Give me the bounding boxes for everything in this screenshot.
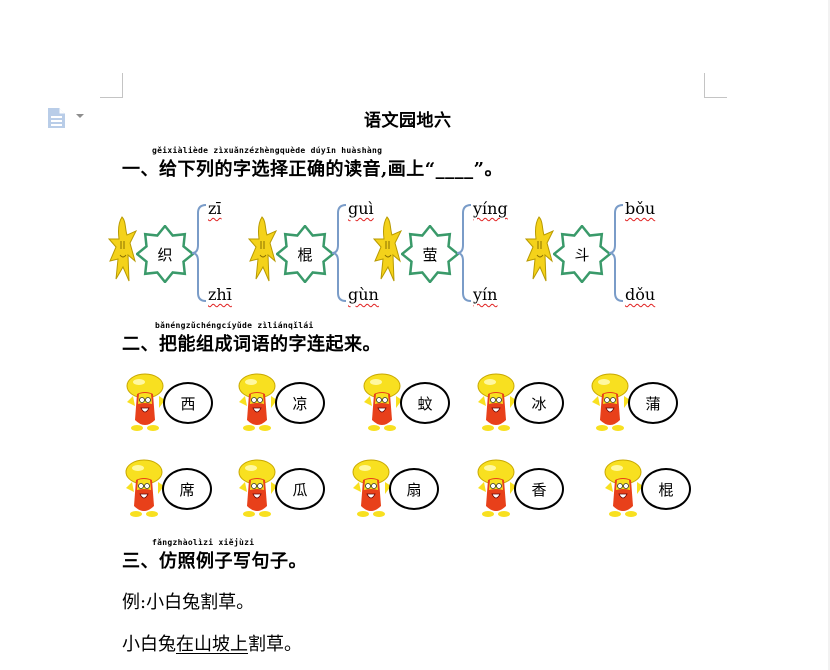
octagram-badge-icon: [275, 224, 335, 284]
word-match-item[interactable]: 西: [125, 372, 215, 432]
section1-heading: 一、给下列的字选择正确的读音,画上“____”。: [122, 159, 503, 180]
octagram-badge-icon: [552, 224, 612, 284]
character-oval[interactable]: 冰: [514, 382, 564, 424]
word-match-item[interactable]: 冰: [476, 372, 566, 432]
curly-brace-icon: [190, 203, 210, 303]
character-oval[interactable]: 蚊: [400, 382, 450, 424]
pronunciation-item: 萤 yíng yín: [372, 199, 573, 313]
margin-corner-top-left: [100, 73, 123, 98]
pinyin-option-bottom[interactable]: dǒu: [625, 285, 656, 304]
mushroom-mascot-icon: [476, 372, 518, 432]
star-mascot-icon: [107, 215, 138, 285]
answer-post: 割草。: [248, 634, 302, 655]
answer-pre: 小白兔: [122, 634, 176, 655]
curly-brace-icon: [330, 203, 350, 303]
pinyin-option-bottom[interactable]: gùn: [348, 285, 379, 304]
mushroom-mascot-icon: [351, 458, 393, 518]
curly-brace-icon: [607, 203, 627, 303]
word-match-item[interactable]: 席: [124, 458, 214, 518]
mushroom-mascot-icon: [362, 372, 404, 432]
word-match-item[interactable]: 瓜: [237, 458, 327, 518]
pinyin-option-top[interactable]: zī: [208, 199, 222, 218]
target-character: 斗: [574, 245, 590, 264]
pinyin-option-top[interactable]: yíng: [473, 199, 508, 218]
mushroom-mascot-icon: [125, 372, 167, 432]
target-character: 织: [157, 245, 173, 264]
target-character: 棍: [297, 245, 313, 264]
character-oval[interactable]: 扇: [389, 468, 439, 510]
star-mascot-icon: [524, 215, 555, 285]
document-icon[interactable]: [47, 107, 67, 129]
mushroom-mascot-icon: [237, 372, 279, 432]
mushroom-mascot-icon: [590, 372, 632, 432]
word-match-item[interactable]: 凉: [237, 372, 327, 432]
pinyin-option-top[interactable]: guì: [348, 199, 374, 218]
example-sentence: 例:小白兔割草。: [122, 592, 255, 613]
curly-brace-icon: [455, 203, 475, 303]
section3-heading: 三、仿照例子写句子。: [122, 551, 307, 572]
answer-sentence: 小白兔在山坡上割草。: [122, 630, 302, 656]
word-match-item[interactable]: 棍: [603, 458, 693, 518]
answer-underlined: 在山坡上: [176, 634, 248, 655]
mushroom-mascot-icon: [237, 458, 279, 518]
word-match-item[interactable]: 蚊: [362, 372, 452, 432]
margin-corner-top-right: [704, 73, 727, 98]
pronunciation-item: 织 zī zhī: [107, 199, 308, 313]
pinyin-option-top[interactable]: bǒu: [625, 199, 656, 218]
character-oval[interactable]: 凉: [275, 382, 325, 424]
section2-pinyin: bǎnéngzǔchéngcíyǔde zìliánqǐlái: [155, 321, 314, 330]
star-mascot-icon: [372, 215, 403, 285]
target-character: 萤: [422, 245, 438, 264]
document-title: 语文园地六: [364, 111, 452, 131]
word-match-item[interactable]: 香: [476, 458, 566, 518]
word-match-item[interactable]: 蒲: [590, 372, 680, 432]
octagram-badge-icon: [400, 224, 460, 284]
character-oval[interactable]: 瓜: [275, 468, 325, 510]
star-mascot-icon: [247, 215, 278, 285]
character-oval[interactable]: 香: [514, 468, 564, 510]
page-edge: [828, 0, 830, 670]
pronunciation-item: 斗 bǒu dǒu: [524, 199, 725, 313]
character-oval[interactable]: 棍: [641, 468, 691, 510]
mushroom-mascot-icon: [603, 458, 645, 518]
section2-heading: 二、把能组成词语的字连起来。: [122, 334, 381, 355]
section3-pinyin: fǎngzhàolìzi xiějùzi: [152, 538, 255, 547]
character-oval[interactable]: 西: [163, 382, 213, 424]
mushroom-mascot-icon: [476, 458, 518, 518]
pinyin-option-bottom[interactable]: zhī: [208, 285, 232, 304]
section1-pinyin: gěixiàliède zìxuǎnzézhèngquède dúyīn huà…: [152, 146, 383, 155]
dropdown-caret-icon[interactable]: [76, 114, 84, 118]
octagram-badge-icon: [135, 224, 195, 284]
pronunciation-item: 棍 guì gùn: [247, 199, 448, 313]
word-match-item[interactable]: 扇: [351, 458, 441, 518]
mushroom-mascot-icon: [124, 458, 166, 518]
character-oval[interactable]: 蒲: [628, 382, 678, 424]
character-oval[interactable]: 席: [162, 468, 212, 510]
pinyin-option-bottom[interactable]: yín: [473, 285, 498, 304]
